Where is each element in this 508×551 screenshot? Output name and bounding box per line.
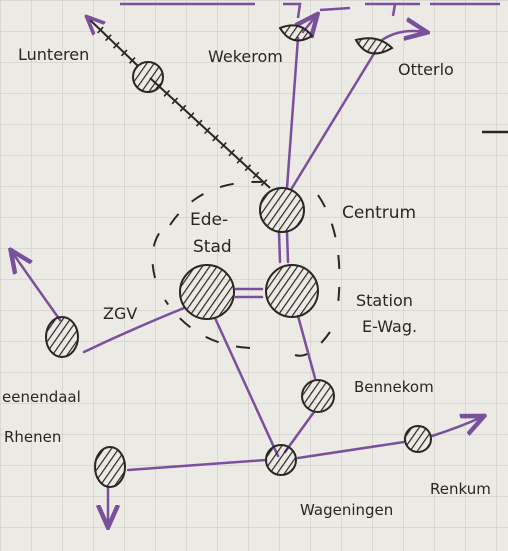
rail-tie bbox=[120, 49, 128, 57]
rail-tie bbox=[244, 164, 252, 172]
label-rhenen: Rhenen bbox=[4, 428, 61, 446]
station-bennekom bbox=[301, 379, 335, 413]
rail-tie bbox=[163, 89, 171, 97]
label-ede-stad-1: Ede- bbox=[190, 210, 228, 230]
rail-tie bbox=[260, 179, 268, 187]
station-ede-stad bbox=[179, 264, 235, 320]
rail-tie bbox=[187, 112, 195, 120]
station-veenendaal bbox=[45, 316, 79, 358]
rail-tie bbox=[171, 97, 179, 105]
rail-tie bbox=[204, 127, 211, 135]
rail-tie bbox=[252, 171, 260, 179]
station-labels: Lunteren Wekerom Otterlo Centrum Ede- St… bbox=[2, 45, 491, 519]
route-edestad-wageningen bbox=[213, 316, 280, 458]
label-station-1: Station bbox=[356, 291, 413, 310]
route-otterlo-out bbox=[380, 31, 425, 42]
label-wekerom: Wekerom bbox=[208, 47, 283, 66]
label-centrum: Centrum bbox=[342, 203, 416, 223]
label-station-2: E-Wag. bbox=[362, 317, 417, 336]
route-lines bbox=[12, 16, 482, 525]
label-zgv: ZGV bbox=[103, 304, 137, 323]
label-wageningen: Wageningen bbox=[300, 501, 393, 519]
rail-tie bbox=[97, 26, 104, 34]
route-rhenen-wageningen bbox=[126, 458, 268, 472]
route-otterlo-centrum bbox=[290, 50, 377, 190]
rail-tie bbox=[220, 141, 227, 149]
route-centrum-station-b bbox=[285, 230, 290, 264]
rail-tie bbox=[112, 41, 120, 49]
station-renkum bbox=[404, 425, 432, 453]
route-station-bennekom bbox=[296, 314, 317, 380]
rail-tie bbox=[236, 156, 244, 164]
station-centrum bbox=[259, 187, 305, 233]
label-bennekom: Bennekom bbox=[354, 378, 434, 396]
railway-lunteren bbox=[88, 18, 271, 189]
route-centrum-station-a bbox=[277, 230, 282, 264]
rail-tie bbox=[128, 57, 136, 64]
route-renkum-out bbox=[430, 417, 482, 438]
rail-tie bbox=[212, 134, 219, 142]
route-wageningen-renkum bbox=[296, 440, 406, 460]
rail-tie bbox=[195, 119, 203, 127]
rail-tie bbox=[228, 149, 235, 157]
rail-tie bbox=[105, 34, 112, 42]
station-ede-wageningen bbox=[265, 264, 319, 318]
stations bbox=[45, 24, 432, 488]
route-veenendaal-out bbox=[12, 252, 62, 322]
station-lunteren bbox=[132, 61, 164, 93]
label-lunteren: Lunteren bbox=[18, 45, 89, 64]
label-ede-stad-2: Stad bbox=[193, 237, 232, 257]
route-wekerom-centrum bbox=[285, 36, 300, 190]
rail-tie bbox=[179, 104, 187, 112]
station-rhenen bbox=[94, 446, 126, 488]
station-wekerom bbox=[278, 24, 314, 42]
label-renkum: Renkum bbox=[430, 480, 491, 498]
label-veenendaal: eenendaal bbox=[2, 388, 81, 406]
route-zgv bbox=[82, 306, 186, 354]
top-edge-strokes bbox=[120, 2, 508, 134]
station-otterlo bbox=[354, 37, 394, 55]
route-bennekom-wageningen bbox=[283, 410, 316, 454]
label-otterlo: Otterlo bbox=[398, 60, 454, 79]
station-wageningen bbox=[265, 444, 297, 476]
